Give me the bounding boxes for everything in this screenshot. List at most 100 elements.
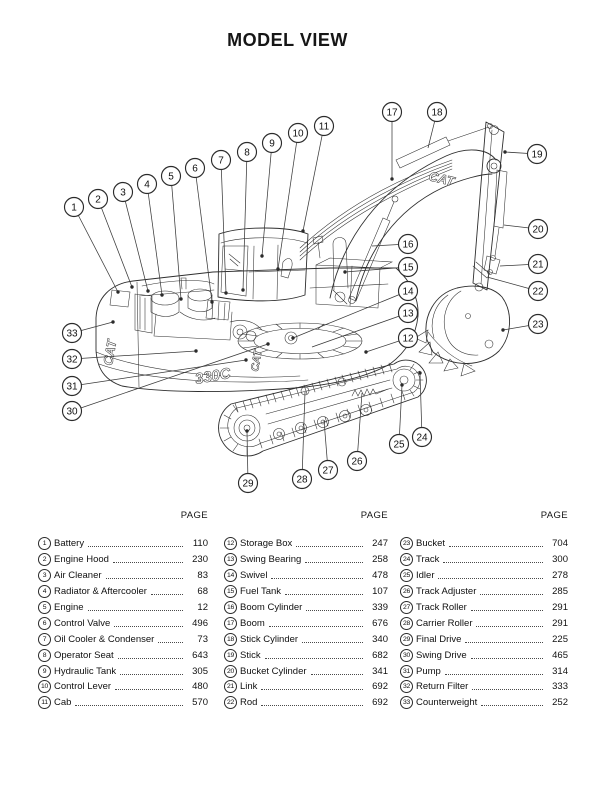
callout-target-dot [418, 371, 422, 375]
dot-leader [481, 705, 543, 707]
callout-target-dot [241, 288, 245, 292]
callout-target-dot [501, 328, 505, 332]
callout-leader-line [146, 183, 163, 296]
callout-circle [112, 181, 134, 203]
part-page-number: 247 [372, 538, 388, 550]
callout-1: 1 [63, 196, 120, 294]
callout-number: 30 [66, 406, 78, 417]
callout-circle [527, 218, 549, 240]
callout-29: 29 [237, 429, 259, 494]
part-number-badge: 26 [400, 585, 413, 599]
callout-circle [237, 472, 259, 494]
dot-leader [88, 546, 183, 548]
callout-circle [527, 253, 549, 275]
callout-circle [527, 313, 549, 335]
callout-7: 7 [210, 149, 232, 295]
part-number-badge: 24 [400, 553, 413, 567]
dot-leader [443, 562, 543, 564]
part-page-number: 314 [552, 665, 568, 677]
callout-21: 21 [499, 253, 549, 275]
part-number-badge: 15 [224, 585, 237, 599]
part-label: Return Filter [416, 681, 469, 693]
dot-leader [305, 562, 363, 564]
callout-33: 33 [61, 320, 115, 344]
callout-circle [291, 468, 313, 490]
part-number-badge: 6 [38, 616, 51, 630]
dot-leader [271, 578, 363, 580]
dot-leader [261, 689, 363, 691]
part-number-badge: 19 [224, 648, 237, 662]
part-number-badge: 20 [224, 664, 237, 678]
callout-26: 26 [346, 392, 368, 472]
callout-number: 13 [402, 308, 414, 319]
callout-circle [136, 173, 158, 195]
callout-number: 32 [66, 354, 78, 365]
callout-target-dot [160, 293, 164, 297]
dot-leader [114, 625, 183, 627]
dot-leader [472, 689, 543, 691]
part-label: Track Adjuster [416, 586, 477, 598]
part-number-badge: 33 [400, 696, 413, 710]
part-label: Engine Hood [54, 554, 109, 566]
part-label: Oil Cooler & Condenser [54, 633, 155, 645]
cat-logo-boom: CAT [427, 168, 457, 189]
part-label: Swing Bearing [240, 554, 302, 566]
part-label: Control Valve [54, 617, 111, 629]
callout-16: 16 [371, 233, 419, 255]
part-number-badge: 1 [38, 537, 51, 551]
dot-leader [75, 705, 183, 707]
dot-leader [120, 673, 183, 675]
callout-leader-line [261, 142, 273, 257]
part-label: Stick [240, 649, 261, 661]
callout-22: 22 [486, 276, 549, 302]
part-label: Swing Drive [416, 649, 467, 661]
dot-leader [470, 610, 543, 611]
callout-circle [388, 433, 410, 455]
callout-target-dot [224, 291, 228, 295]
callout-target-dot [245, 429, 249, 433]
callout-circle [381, 101, 403, 123]
callout-target-dot [291, 336, 295, 340]
callout-number: 2 [95, 194, 101, 205]
dot-leader [296, 546, 363, 548]
part-page-number: 68 [197, 586, 208, 598]
callout-circle [61, 400, 83, 422]
callout-leader-line [97, 198, 133, 288]
cat-logo-counterweight: CAT [100, 338, 119, 367]
part-page-number: 291 [552, 602, 568, 613]
part-number-badge: 5 [38, 601, 51, 614]
part-number-badge: 14 [224, 569, 237, 583]
callout-3: 3 [112, 181, 150, 293]
callout-leader-line [220, 159, 227, 294]
callout-number: 8 [244, 147, 250, 158]
callout-12: 12 [364, 327, 419, 354]
callout-number: 5 [168, 171, 174, 182]
callout-target-dot [111, 320, 115, 324]
callout-leader-line [292, 290, 409, 339]
callout-number: 21 [532, 259, 544, 270]
dot-leader [310, 673, 363, 675]
dot-leader [444, 673, 543, 675]
part-number-badge: 18 [224, 632, 237, 646]
callout-target-dot [244, 358, 248, 362]
part-label: Battery [54, 538, 85, 550]
callout-target-dot [130, 285, 134, 289]
dot-leader [480, 594, 543, 596]
part-number-badge: 2 [38, 553, 51, 567]
part-page-number: 692 [372, 697, 388, 709]
callout-target-dot [276, 267, 280, 271]
